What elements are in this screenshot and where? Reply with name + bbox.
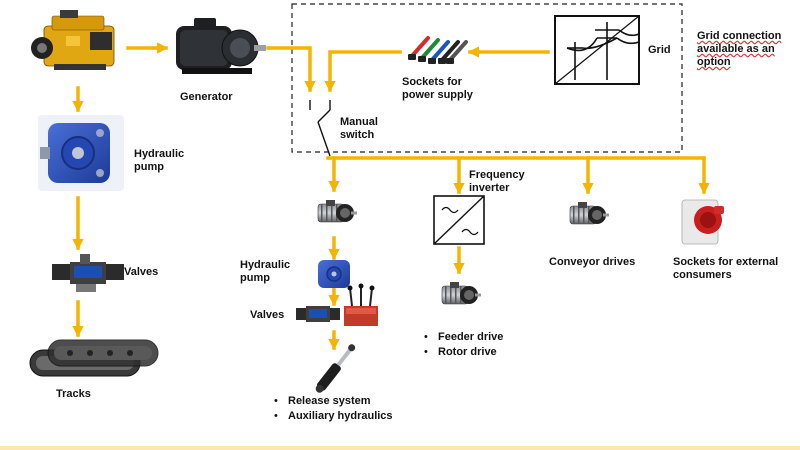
crawler-tracks-icon — [29, 339, 159, 377]
tracks-label: Tracks — [56, 388, 91, 400]
electric-motor-icon — [441, 281, 482, 305]
generator-label: Generator — [180, 91, 233, 103]
power-sockets-icon — [408, 36, 468, 64]
hydraulic-pump-icon — [38, 115, 124, 191]
manual-switch-icon — [309, 100, 331, 157]
list-item: Release system — [276, 394, 393, 409]
conveyor-drives-label: Conveyor drives — [549, 256, 636, 268]
drive-bullets: Feeder drive Rotor drive — [426, 330, 503, 360]
valve-icon — [296, 306, 340, 322]
list-item: Feeder drive — [426, 330, 503, 345]
hydraulic-pump-icon — [318, 260, 350, 288]
generator-icon — [176, 18, 266, 74]
valve-icon — [52, 254, 124, 292]
grid-option-boundary — [291, 3, 683, 153]
diesel-engine-icon — [31, 10, 115, 70]
line-generator-switch — [266, 46, 316, 93]
electric-motor-icon — [569, 201, 610, 225]
valves-label-left: Valves — [124, 266, 159, 278]
line-sockets-switch — [324, 50, 402, 93]
list-item: Rotor drive — [426, 345, 503, 360]
valve-block-icon — [344, 283, 378, 326]
power-grid-icon — [554, 15, 640, 85]
hydraulic-cylinder-icon — [315, 344, 356, 393]
grid-label: Grid — [648, 44, 671, 56]
electric-motor-icon — [317, 199, 358, 223]
footer-rule — [0, 446, 800, 450]
cee-socket-icon — [681, 199, 724, 245]
list-item: Auxiliary hydraulics — [276, 409, 393, 424]
release-bullets: Release system Auxiliary hydraulics — [276, 394, 393, 424]
valves-label-mid: Valves — [250, 309, 285, 321]
frequency-inverter-icon — [433, 195, 485, 245]
